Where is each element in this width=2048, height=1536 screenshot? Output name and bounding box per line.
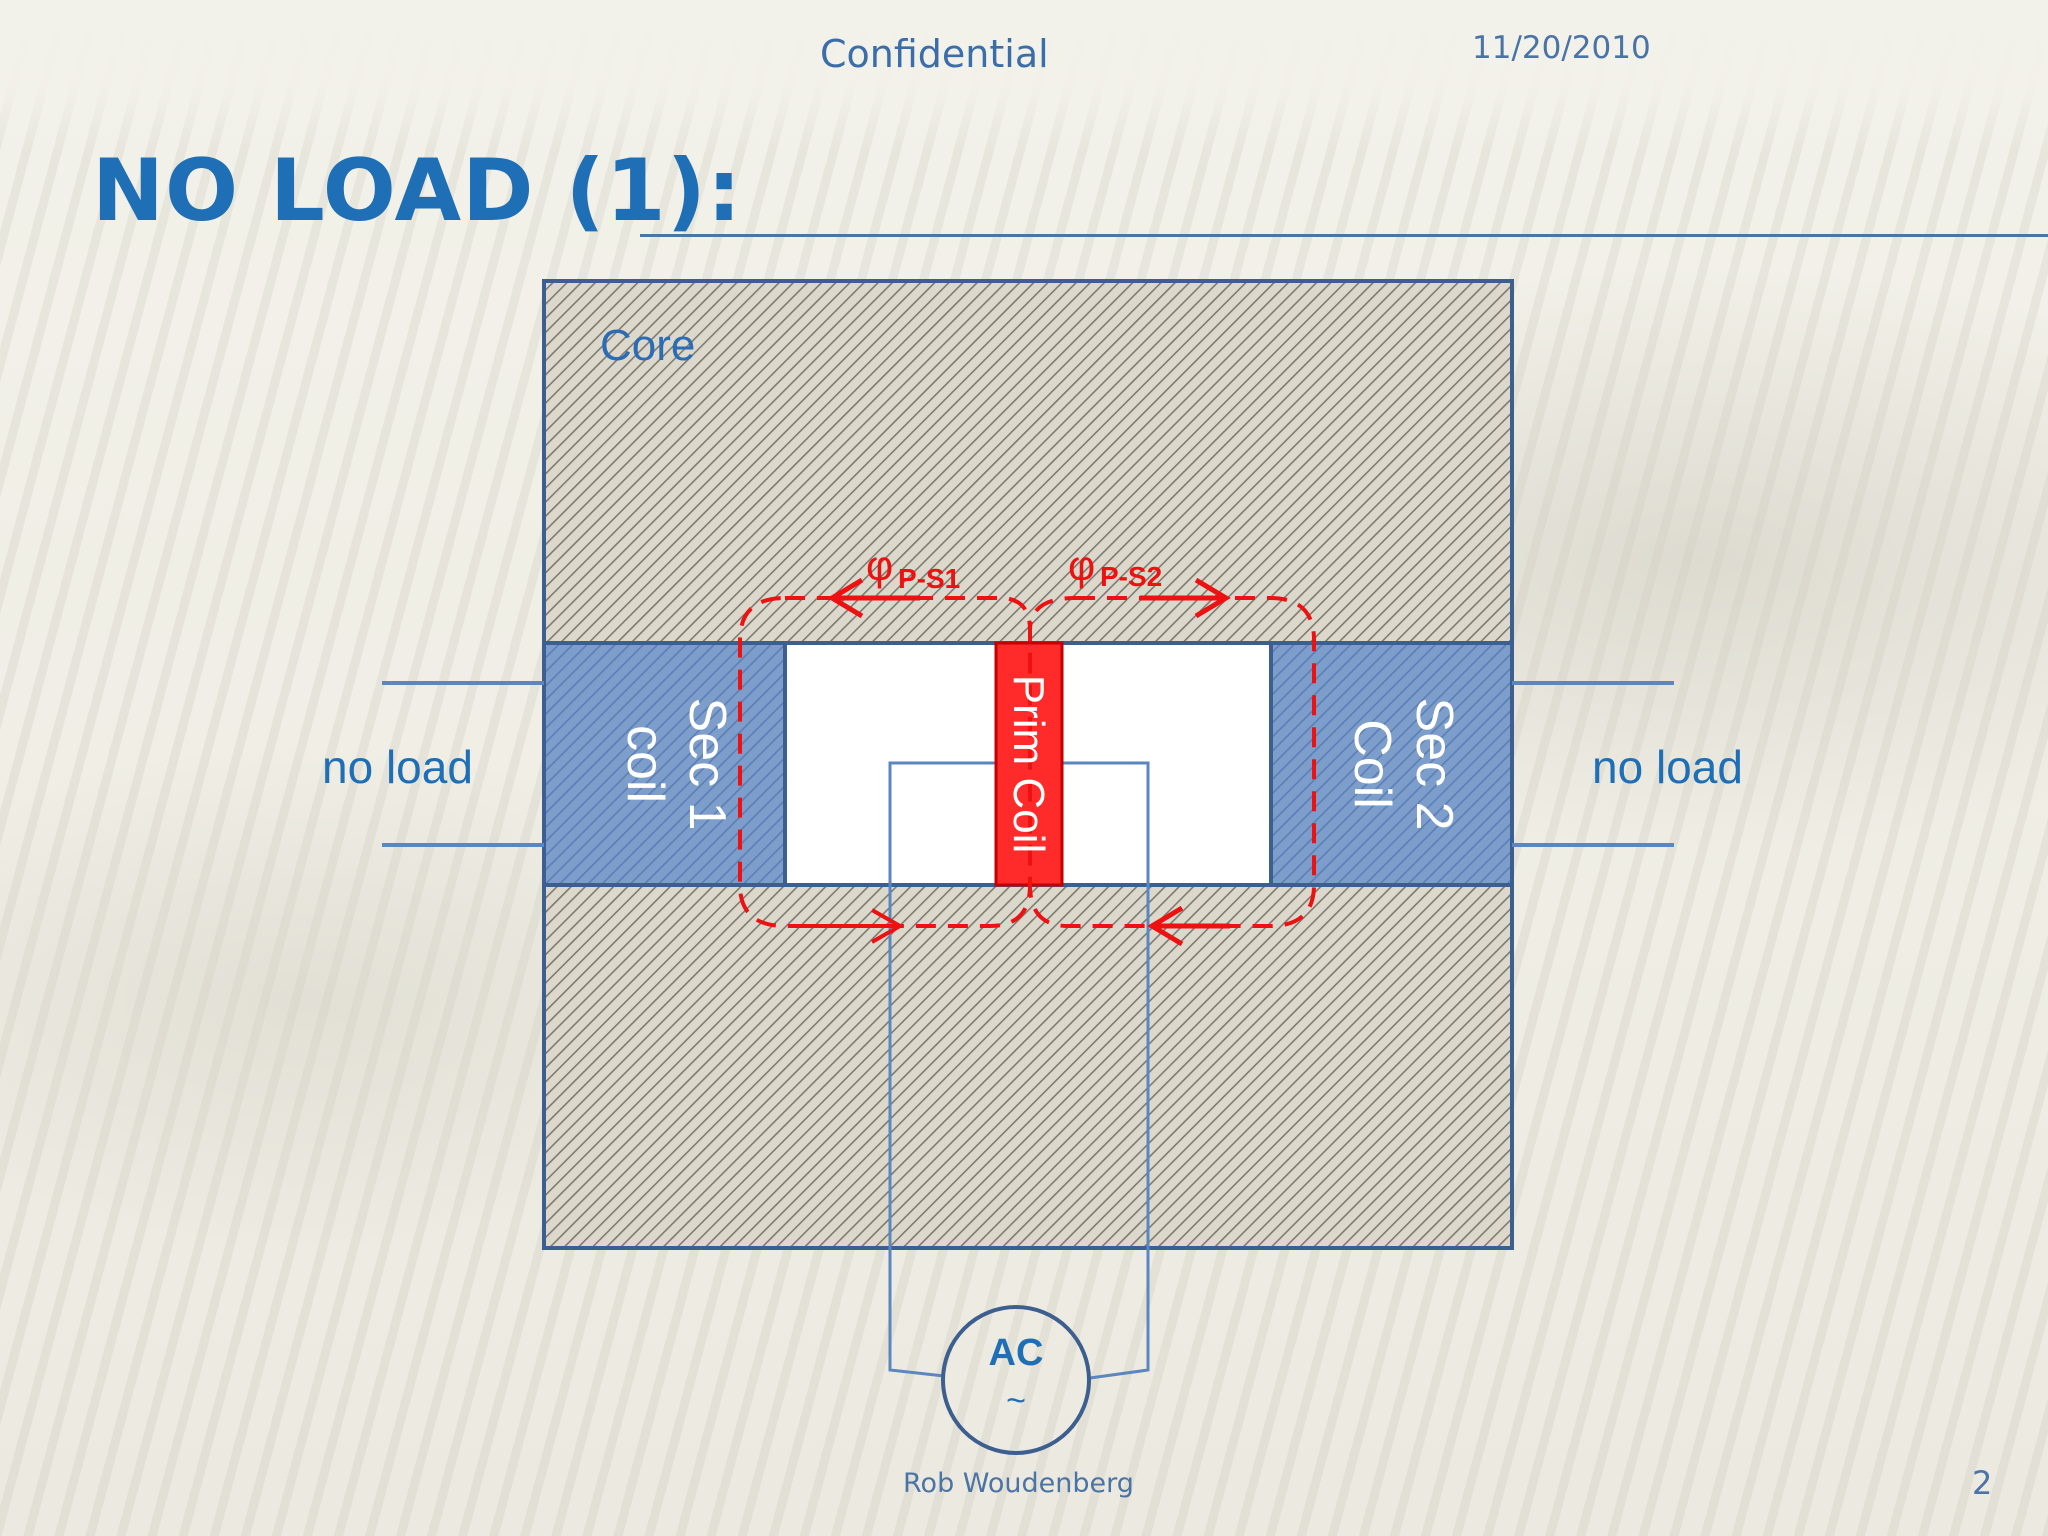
- svg-text:coil: coil: [616, 725, 674, 803]
- sec2-label: Sec 2 Coil: [1343, 698, 1463, 831]
- svg-text:φ: φ: [1068, 542, 1095, 589]
- ac-wire-right: [1089, 1248, 1150, 1380]
- ac-wire-left: [888, 1248, 945, 1378]
- svg-text:φ: φ: [866, 542, 893, 589]
- sec1-label: Sec 1 coil: [616, 698, 736, 831]
- svg-text:Sec 1: Sec 1: [678, 698, 736, 831]
- sec2-coil: [1269, 641, 1514, 887]
- flux-label-ps2: φ P-S2: [1068, 542, 1162, 592]
- footer-author: Rob Woudenberg: [903, 1468, 1134, 1499]
- confidential-label: Confidential: [820, 32, 1049, 76]
- svg-text:P-S2: P-S2: [1100, 561, 1162, 592]
- svg-text:Sec 2: Sec 2: [1405, 698, 1463, 831]
- flux-loop-ps2: [1028, 596, 1316, 928]
- flux-arrow-ps1-bottom: [800, 908, 905, 944]
- sec1-coil: [542, 641, 787, 887]
- slide-title: NO LOAD (1):: [92, 141, 743, 241]
- right-load-label: no load: [1592, 741, 1743, 793]
- ac-source-symbol: ~: [1006, 1382, 1026, 1420]
- ac-source: [941, 1305, 1091, 1455]
- flux-arrow-ps2-top: [1140, 577, 1231, 619]
- slide-date: 11/20/2010: [1472, 30, 1651, 66]
- flux-arrow-ps2-bottom: [1147, 905, 1230, 947]
- primary-wire-right: [1062, 761, 1150, 1248]
- header-background: [0, 0, 2048, 150]
- ac-source-label: AC: [989, 1332, 1044, 1374]
- primary-wire-left: [888, 761, 996, 1248]
- flux-arrow-ps1-top: [827, 577, 920, 619]
- svg-text:Coil: Coil: [1343, 719, 1401, 809]
- title-divider: [640, 234, 2048, 237]
- primary-coil-label: Prim Coil: [1004, 675, 1053, 853]
- flux-label-ps1: φ P-S1: [866, 542, 960, 594]
- svg-text:Prim Coil: Prim Coil: [1004, 675, 1053, 853]
- page-number: 2: [1972, 1464, 1993, 1502]
- core-label: Core: [600, 321, 695, 370]
- left-load-label: no load: [322, 741, 473, 793]
- svg-text:P-S1: P-S1: [898, 563, 960, 594]
